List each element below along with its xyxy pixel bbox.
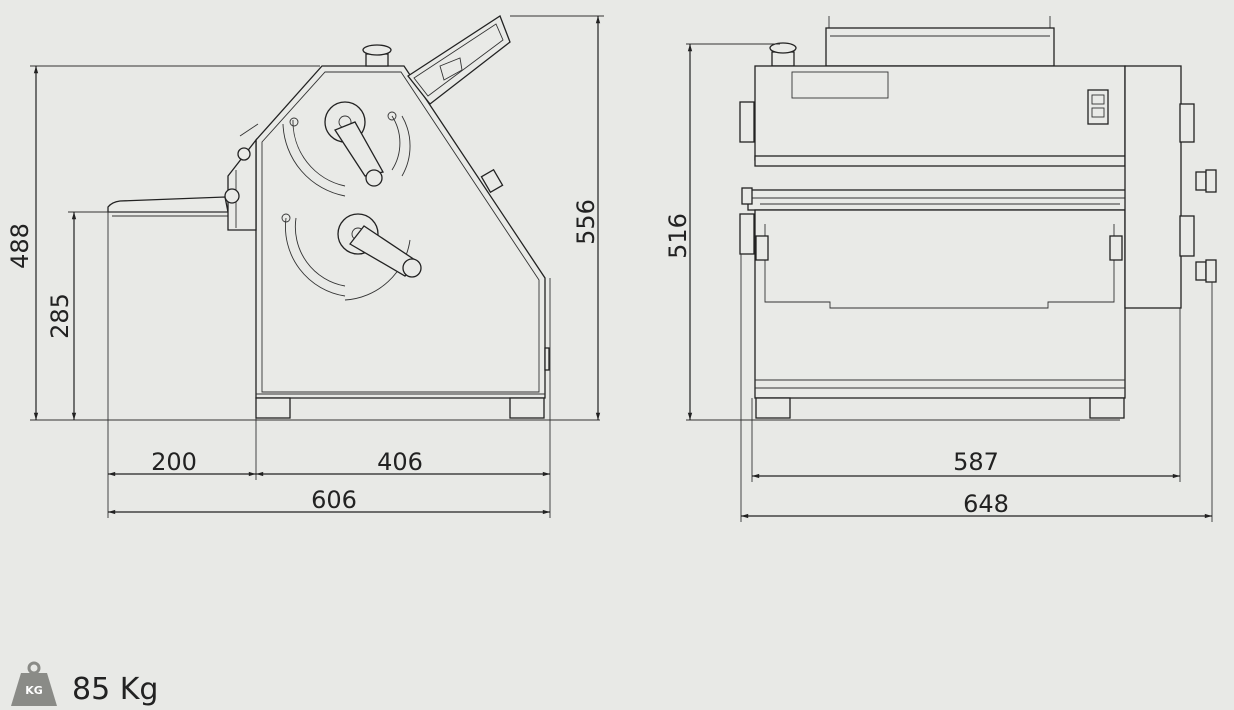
front-right-gearbox — [1124, 65, 1217, 309]
side-dimensions: 488 285 556 200 406 606 — [6, 15, 604, 518]
side-top-knob — [362, 44, 392, 67]
front-foot-right — [1089, 397, 1125, 419]
side-upper-knob — [237, 147, 251, 161]
dim-516: 516 — [664, 213, 692, 259]
front-left-roller-bearing — [755, 235, 769, 261]
dim-488: 488 — [6, 223, 34, 269]
lower-roller-adjuster — [281, 213, 422, 301]
front-upper-housing — [754, 65, 1126, 167]
front-left-fitting-lower — [739, 213, 755, 255]
side-machine-body — [227, 65, 550, 399]
side-foot-right — [509, 397, 545, 419]
side-feed-table — [107, 196, 256, 217]
side-foot-left — [255, 397, 291, 419]
weight-value: 85 Kg — [72, 672, 159, 707]
side-handle-knob — [224, 188, 240, 204]
weight-icon-label: KG — [25, 684, 43, 697]
front-foot-left — [755, 397, 791, 419]
side-top-handle — [407, 15, 511, 105]
side-view: 488 285 556 200 406 606 — [6, 15, 604, 518]
dim-648: 648 — [963, 490, 1009, 518]
dim-587: 587 — [953, 448, 999, 476]
side-switch — [480, 168, 504, 194]
dim-285: 285 — [46, 293, 74, 339]
front-view: 516 587 648 — [664, 16, 1217, 522]
front-switch — [1087, 89, 1109, 125]
front-right-roller-bearing — [1109, 235, 1123, 261]
dim-406: 406 — [377, 448, 423, 476]
front-top-guide — [825, 16, 1055, 67]
dim-556: 556 — [572, 199, 600, 245]
front-dimensions: 516 587 648 — [664, 43, 1213, 522]
front-top-knob — [771, 51, 795, 67]
front-left-fitting-upper — [739, 101, 755, 143]
front-roller-area — [741, 187, 1141, 211]
dim-200: 200 — [151, 448, 197, 476]
weight-icon: KG — [11, 661, 57, 706]
dim-606: 606 — [311, 486, 357, 514]
front-lower-body — [754, 209, 1126, 399]
upper-roller-adjuster — [282, 101, 411, 197]
